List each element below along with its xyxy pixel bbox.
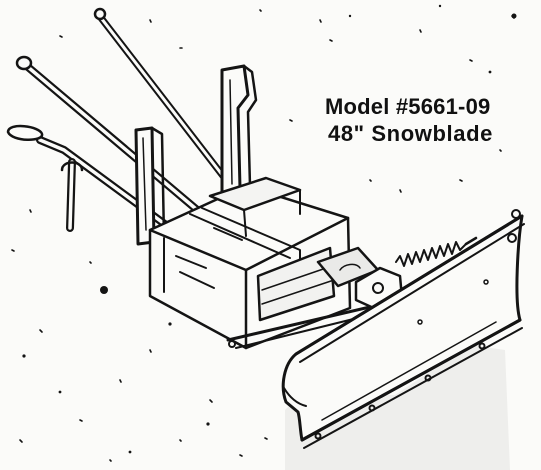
- scan-dark-specks: [22, 4, 517, 454]
- lift-arm-upper: [93, 7, 234, 189]
- background-shade: [285, 345, 510, 470]
- spring: [395, 236, 478, 267]
- scan-speckles: [11, 9, 515, 462]
- upright-bracket-right: [220, 64, 258, 198]
- hanging-handle: [60, 158, 84, 232]
- blade: [281, 209, 525, 449]
- push-bar-middle: [15, 55, 219, 229]
- mounting-frame: [148, 176, 352, 350]
- model-number-label: Model #5661-09: [325, 94, 491, 119]
- model-caption: Model #5661-09 48" Snowblade: [325, 93, 535, 147]
- product-name-label: 48" Snowblade: [328, 121, 493, 146]
